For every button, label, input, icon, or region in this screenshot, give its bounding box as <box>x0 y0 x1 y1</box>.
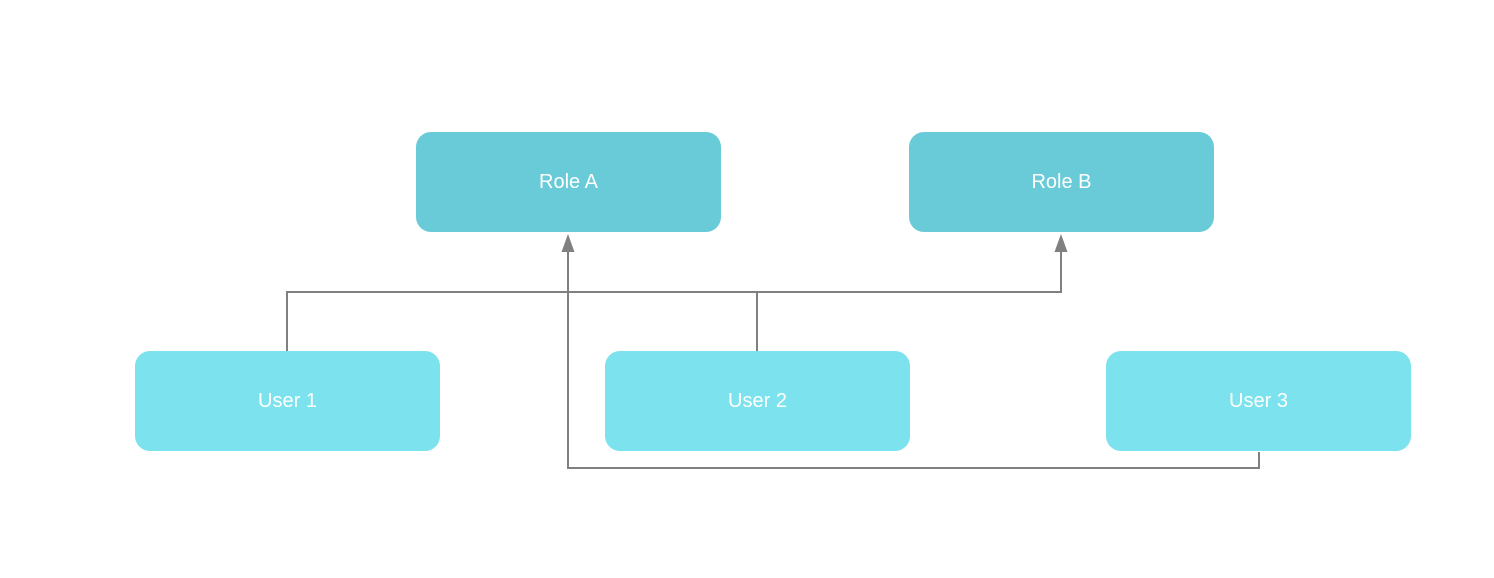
node-user-1[interactable]: User 1 <box>135 351 440 451</box>
node-role-a-label: Role A <box>539 171 598 193</box>
node-role-a[interactable]: Role A <box>416 132 721 232</box>
node-role-b-label: Role B <box>1031 171 1092 193</box>
node-user-1-label: User 1 <box>258 390 317 412</box>
node-user-2-label: User 2 <box>728 390 787 412</box>
arrowhead-roleB <box>1054 234 1068 252</box>
arrowhead-roleA <box>561 234 575 252</box>
node-user-3-label: User 3 <box>1229 390 1288 412</box>
node-user-3[interactable]: User 3 <box>1106 351 1411 451</box>
node-user-2[interactable]: User 2 <box>605 351 910 451</box>
edge-user1-to-roleB[interactable] <box>286 250 1062 351</box>
edge-user3-to-roleA[interactable] <box>567 250 1260 469</box>
node-role-b[interactable]: Role B <box>909 132 1214 232</box>
